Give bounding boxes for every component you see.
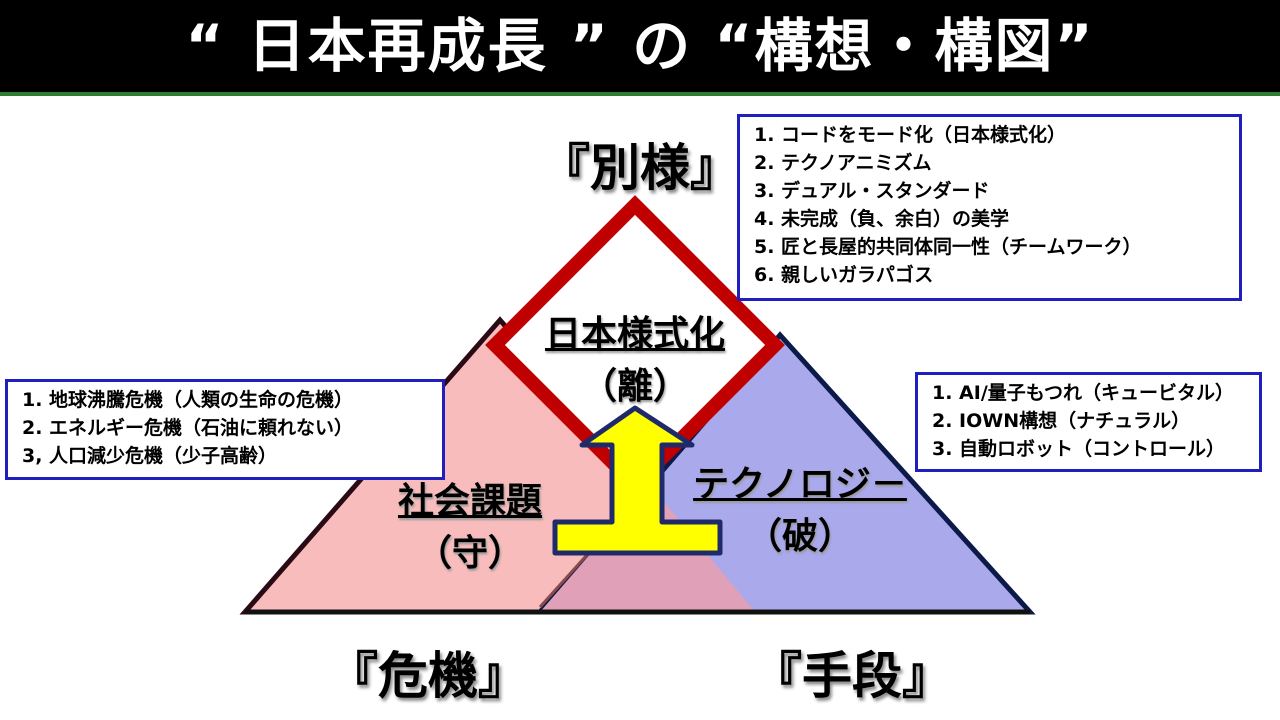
concept-center-sub: （離） (580, 366, 689, 407)
corner-label-top: 『別様』 (540, 139, 740, 197)
box-top-right-item: 5. 匠と長屋的共同体同一性（チームワーク） (754, 236, 1142, 258)
box-right-item: 3. 自動ロボット（コントロール） (932, 438, 1226, 460)
concept-center-main: 日本様式化 (544, 314, 725, 355)
box-left-item: 2. エネルギー危機（石油に頼れない） (22, 417, 354, 439)
concept-right-sub: （破） (745, 516, 854, 557)
box-left-item: 3, 人口減少危機（少子高齢） (22, 445, 278, 467)
box-top-right-item: 6. 親しいガラパゴス (754, 264, 934, 286)
corner-label-right: 『手段』 (752, 647, 952, 705)
title-bar: “ 日本再成長 ” の “構想・構図” (0, 0, 1280, 96)
concept-right-main: テクノロジ－ (693, 464, 907, 505)
concept-right: テクノロジ－ （破） (680, 455, 920, 559)
box-top-right-item: 3. デュアル・スタンダード (754, 180, 990, 202)
concept-center: 日本様式化 （離） (520, 305, 750, 409)
box-top-right-item: 4. 未完成（負、余白）の美学 (754, 208, 1010, 230)
box-top-right: 1. コードをモード化（日本様式化） 2. テクノアニミズム 3. デュアル・ス… (737, 114, 1242, 301)
box-top-right-item: 2. テクノアニミズム (754, 152, 932, 174)
up-arrow (552, 405, 723, 556)
concept-left-sub: （守） (415, 533, 524, 574)
box-right-item: 2. IOWN構想（ナチュラル） (932, 410, 1191, 432)
concept-left-main: 社会課題 (397, 481, 542, 522)
box-right: 1. AI/量子もつれ（キュービタル） 2. IOWN構想（ナチュラル） 3. … (915, 372, 1262, 472)
box-left: 1. 地球沸騰危機（人類の生命の危機） 2. エネルギー危機（石油に頼れない） … (5, 379, 445, 480)
slide-title: “ 日本再成長 ” の “構想・構図” (185, 12, 1095, 80)
corner-label-left: 『危機』 (328, 647, 528, 705)
box-left-item: 1. 地球沸騰危機（人類の生命の危機） (22, 389, 354, 411)
concept-left: 社会課題 （守） (355, 472, 585, 576)
box-right-item: 1. AI/量子もつれ（キュービタル） (932, 382, 1235, 404)
box-top-right-item: 1. コードをモード化（日本様式化） (754, 124, 1067, 146)
